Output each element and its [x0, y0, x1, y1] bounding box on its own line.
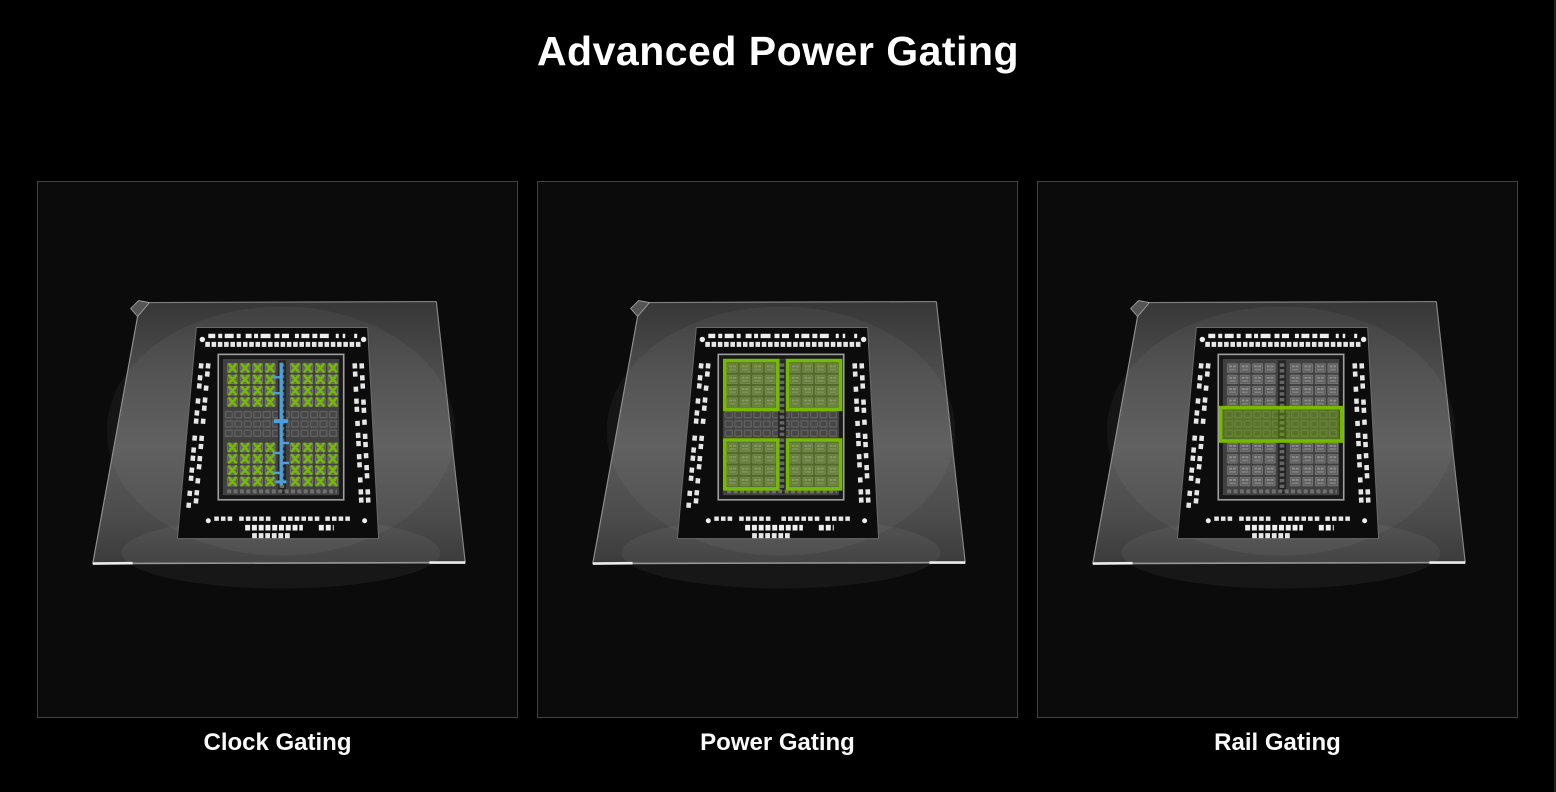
- gpu-die-render-rail-gating: [1038, 182, 1517, 717]
- right-edge-artifact: [1554, 0, 1556, 792]
- panel-caption-power-gating: Power Gating: [700, 729, 855, 756]
- slide-title: Advanced Power Gating: [536, 28, 1020, 74]
- panel-caption-rail-gating: Rail Gating: [1214, 729, 1341, 756]
- panel-box-power-gating: [537, 181, 1018, 718]
- gpu-die-render-clock-gating: [38, 182, 517, 717]
- panel-box-rail-gating: [1037, 181, 1518, 718]
- panel-clock-gating: Clock Gating: [37, 181, 518, 757]
- panel-caption-clock-gating: Clock Gating: [203, 729, 352, 756]
- panel-box-clock-gating: [37, 181, 518, 718]
- panel-rail-gating: Rail Gating: [1037, 181, 1518, 757]
- panel-power-gating: Power Gating: [537, 181, 1018, 757]
- gpu-die-render-power-gating: [538, 182, 1017, 717]
